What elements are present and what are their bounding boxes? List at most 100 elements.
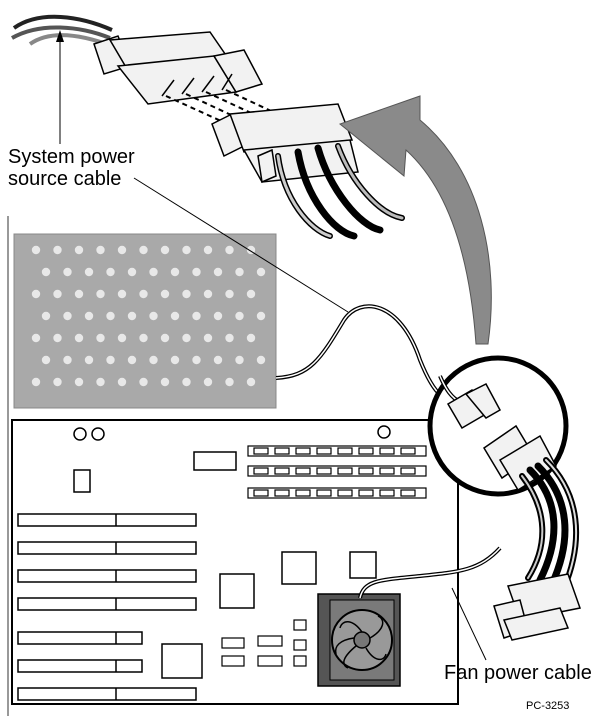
expansion-slot [17, 631, 143, 645]
circle-connector-upper [438, 375, 502, 430]
heatsink-dot [106, 311, 115, 321]
heatsink-dot [160, 333, 170, 343]
heatsink-dot [192, 267, 201, 277]
heatsink-dot [63, 311, 72, 321]
heatsink-dot [160, 245, 170, 255]
heatsink-dot [74, 245, 84, 255]
heatsink-dot [235, 355, 244, 365]
system-power-label-line2: source cable [8, 168, 122, 190]
heatsink-dot [31, 377, 41, 387]
heatsink-dot [117, 333, 127, 343]
heatsink-dot [84, 311, 94, 321]
heatsink-dot [256, 311, 266, 321]
heatsink-dot [84, 267, 94, 277]
memory-chip [358, 467, 374, 475]
fan-cable-lower [358, 546, 502, 599]
memory-chip [358, 447, 374, 455]
heatsink-dot [41, 311, 51, 321]
heatsink-dot [53, 245, 62, 255]
heatsink-dot [225, 333, 234, 343]
memory-chip [400, 447, 416, 455]
heatsink-dot [246, 289, 256, 299]
memory-chip [295, 447, 311, 455]
heatsink-dot [203, 245, 213, 255]
memory-chip [379, 467, 395, 475]
heatsink-dot [41, 267, 51, 277]
heatsink-dot [149, 267, 158, 277]
heatsink-dot [117, 377, 127, 387]
heatsink-dot [74, 333, 84, 343]
heatsink-dot [192, 355, 201, 365]
memory-chip [274, 467, 290, 475]
memory-chip [274, 447, 290, 455]
heatsink-dot [170, 355, 180, 365]
memory-chip [295, 467, 311, 475]
heatsink-dot [106, 355, 115, 365]
system-power-source-cable-label: System power source cable [8, 146, 135, 190]
heatsink-dot [74, 289, 84, 299]
memory-slot [247, 487, 427, 499]
heatsink-dot [256, 267, 266, 277]
fan-plug-bottom [493, 573, 581, 641]
expansion-slot [17, 541, 197, 555]
heatsink-dot [117, 245, 127, 255]
heatsink-dot [96, 377, 105, 387]
heatsink-dot [225, 289, 234, 299]
memory-chip [253, 467, 269, 475]
heatsink-dot [246, 377, 256, 387]
heatsink-dot [31, 333, 41, 343]
memory-chip [253, 489, 269, 497]
female-connector [211, 103, 359, 184]
memory-chip [400, 467, 416, 475]
memory-chip [295, 489, 311, 497]
memory-chip [379, 447, 395, 455]
heatsink-dot [31, 289, 41, 299]
expansion-slot [17, 659, 143, 673]
fan-cable-upper [275, 304, 454, 406]
heatsink-plate [13, 233, 277, 409]
heatsink-dot [203, 333, 213, 343]
expansion-slot [17, 597, 197, 611]
heatsink-dot [106, 267, 115, 277]
circle-connector-lower [482, 424, 557, 492]
heatsink-dot [170, 267, 180, 277]
heatsink-dot [225, 377, 234, 387]
expansion-slot [17, 513, 197, 527]
heatsink-dot [127, 267, 137, 277]
heatsink-dot [149, 355, 158, 365]
fan-icon [317, 593, 401, 687]
heatsink-dot [53, 289, 62, 299]
expansion-slot [17, 569, 197, 583]
male-connector-top [93, 31, 264, 105]
memory-chip [379, 489, 395, 497]
heatsink-dot [246, 333, 256, 343]
heatsink-dot [203, 289, 213, 299]
memory-slot [247, 445, 427, 457]
heatsink-dot [235, 311, 244, 321]
heatsink-dot [203, 377, 213, 387]
heatsink-dot [84, 355, 94, 365]
memory-chip [274, 489, 290, 497]
heatsink-dot [160, 289, 170, 299]
heatsink-dot [149, 311, 158, 321]
fan-connector-wires [519, 457, 580, 591]
heatsink-dot [213, 355, 223, 365]
heatsink-dot [117, 289, 127, 299]
heatsink-dot [74, 377, 84, 387]
heatsink-dot [213, 267, 223, 277]
heatsink-dot [139, 245, 148, 255]
system-cable-leader [133, 177, 349, 313]
heatsink-dot [31, 245, 41, 255]
heatsink-dot [170, 311, 180, 321]
memory-chip [337, 447, 353, 455]
heatsink-dot [139, 289, 148, 299]
memory-chip [253, 447, 269, 455]
heatsink-dot [182, 289, 191, 299]
heatsink-dot [127, 311, 137, 321]
heatsink-dot [53, 377, 62, 387]
heatsink-dot [182, 333, 191, 343]
heatsink-dot [160, 377, 170, 387]
system-power-label-line1: System power [8, 146, 135, 168]
